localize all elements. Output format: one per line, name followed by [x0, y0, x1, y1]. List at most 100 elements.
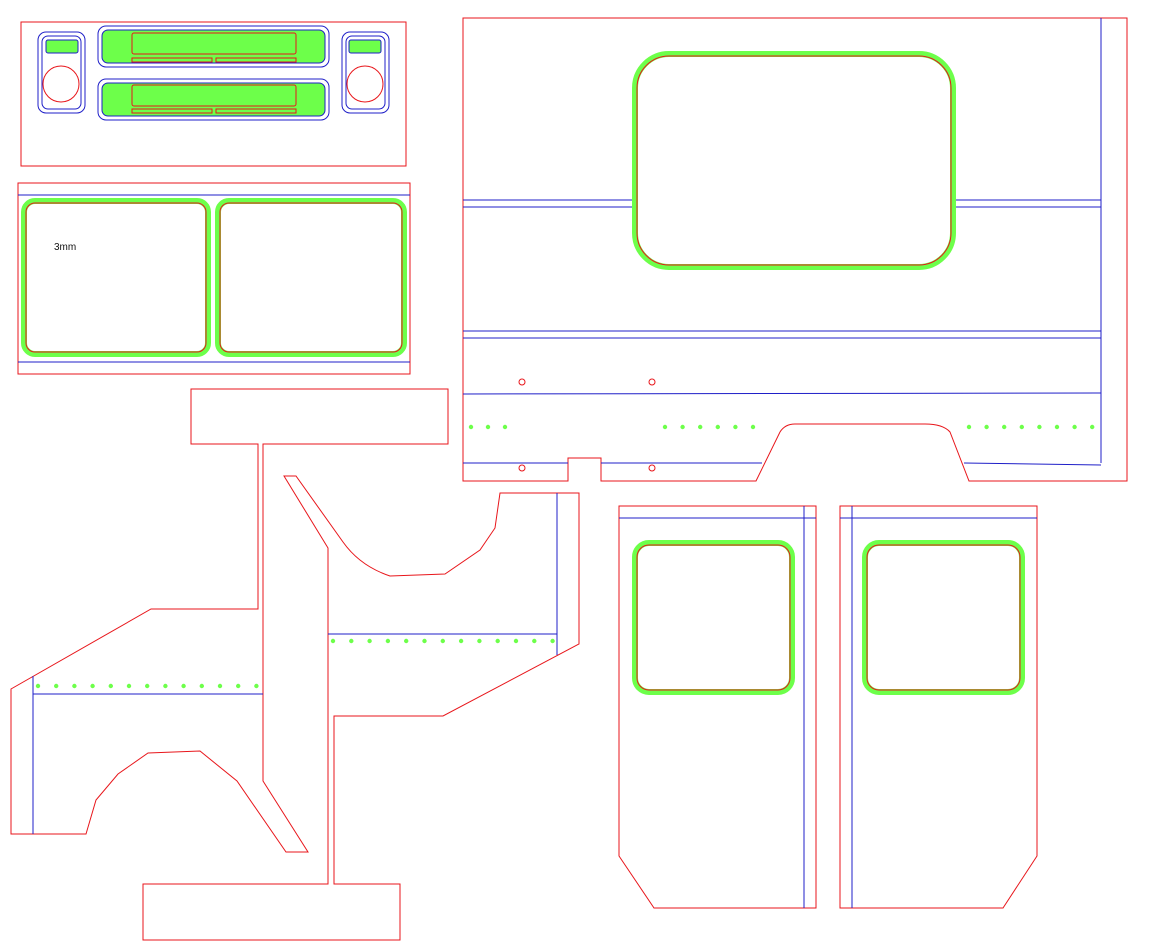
side-panel-left-outline	[10, 388, 449, 853]
rivet-dot	[236, 683, 241, 689]
rivet-dot	[367, 638, 372, 644]
two-window-panel-outline	[17, 182, 411, 375]
rivet-row	[468, 424, 1095, 430]
rivet-dot	[680, 424, 685, 430]
door-right	[839, 505, 1038, 909]
radio-upper-slot-right	[215, 57, 297, 63]
rivet-dot	[532, 638, 537, 644]
radio-lower-outer-frame	[97, 78, 330, 121]
rivet-dot	[1002, 424, 1007, 430]
right-pod-outer-frame	[341, 31, 390, 114]
rivet-dot	[54, 683, 59, 689]
rear-panel-outline	[462, 17, 1128, 482]
rear-panel-fold-3	[462, 392, 1102, 395]
radio-lower-face	[101, 82, 326, 117]
rivet-dot	[1037, 424, 1042, 430]
two-window-panel: 3mm	[17, 182, 411, 375]
rivet-dot	[72, 683, 77, 689]
radio-upper-screen	[131, 32, 297, 55]
right-pod-display	[348, 39, 382, 54]
rivet-dot	[35, 683, 41, 689]
dashboard-panel-outline	[20, 21, 407, 167]
mount-hole	[518, 464, 526, 472]
radio-lower-screen	[131, 84, 297, 107]
rivet-row	[35, 683, 259, 689]
left-pod-outer-frame	[37, 31, 86, 114]
rivet-row	[330, 638, 555, 644]
right-gauge-pod	[341, 31, 390, 114]
radio-upper-face	[101, 29, 326, 64]
radio-upper-slot-left	[131, 57, 213, 63]
left-gauge-pod	[37, 31, 86, 114]
rivet-dot	[550, 638, 555, 644]
side-panel-right	[142, 475, 580, 941]
dashboard-panel	[20, 21, 407, 167]
rivet-dot	[126, 683, 132, 689]
rivet-dot	[984, 424, 989, 430]
rivet-dot	[349, 638, 354, 644]
window-right-highlight	[215, 198, 407, 357]
rivet-dot	[254, 683, 259, 689]
window-right-cutout	[219, 202, 403, 353]
rivet-dot	[502, 424, 508, 430]
window-left-highlight	[21, 198, 211, 357]
left-pod-dial	[42, 65, 80, 103]
rivet-dot	[1019, 424, 1024, 430]
door-left	[618, 505, 817, 909]
mount-hole	[648, 378, 656, 386]
rivet-dot	[199, 683, 204, 689]
door-left-window-cutout	[636, 544, 791, 691]
rivet-dot	[330, 638, 336, 644]
rivet-dot	[458, 638, 464, 644]
rear-window-cutout	[636, 55, 952, 266]
rear-panel-bottom-fold-right	[963, 462, 1102, 466]
rivet-dot	[468, 424, 474, 430]
rivet-dot	[477, 638, 482, 644]
rivet-dot	[404, 638, 409, 644]
thickness-label: 3mm	[54, 242, 76, 253]
rivet-dot	[1072, 424, 1077, 430]
radio-unit-lower	[97, 78, 330, 121]
rear-panel	[462, 17, 1128, 482]
left-pod-display	[45, 39, 79, 54]
rivet-dot	[145, 683, 150, 689]
right-pod-dial	[346, 65, 384, 103]
rivet-dot	[715, 424, 720, 430]
rivet-dot	[108, 683, 114, 689]
rivet-dot	[440, 638, 445, 644]
rivet-dot	[485, 424, 491, 430]
door-left-outline	[618, 505, 817, 909]
radio-upper-outer-frame	[97, 25, 330, 68]
left-pod-inner-frame	[41, 35, 82, 110]
rear-window-highlight	[632, 51, 956, 270]
radio-lower-slot-left	[131, 108, 213, 114]
rivet-dot	[698, 424, 703, 430]
radio-unit-upper	[97, 25, 330, 68]
door-right-window-highlight	[862, 540, 1025, 695]
door-right-window-cutout	[866, 544, 1021, 691]
window-left-cutout	[25, 202, 207, 353]
mount-hole	[518, 378, 526, 386]
door-left-window-highlight	[632, 540, 795, 695]
rivet-dot	[750, 424, 756, 430]
rivet-dot	[163, 683, 168, 689]
mount-hole	[648, 464, 656, 472]
rivet-dot	[385, 638, 391, 644]
right-pod-inner-frame	[345, 35, 386, 110]
radio-lower-slot-right	[215, 108, 297, 114]
rivet-dot	[1054, 424, 1060, 430]
rivet-dot	[662, 424, 668, 430]
side-panel-right-outline	[142, 475, 580, 941]
rivet-dot	[181, 683, 186, 689]
rivet-dot	[513, 638, 519, 644]
rivet-dot	[966, 424, 972, 430]
rivet-dot	[217, 683, 223, 689]
rivet-dot	[1090, 424, 1095, 430]
door-right-outline	[839, 505, 1038, 909]
rivet-dot	[733, 424, 738, 430]
rivet-dot	[422, 638, 427, 644]
rivet-dot	[495, 638, 500, 644]
rivet-dot	[90, 683, 95, 689]
side-panel-left	[10, 388, 449, 853]
